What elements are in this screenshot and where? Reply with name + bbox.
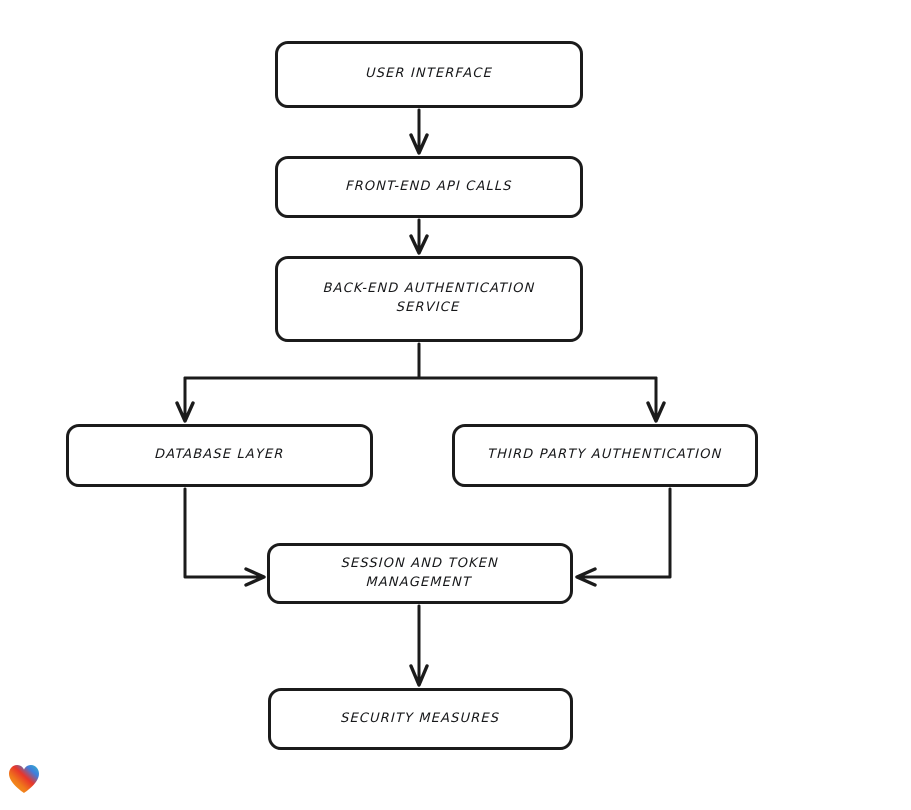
node-backend-authentication-service-label: Back-End Authentication Service (323, 281, 536, 315)
node-user-interface[interactable]: User Interface (275, 41, 583, 108)
edge-backend-auth-to-database-layer (175, 376, 195, 423)
edge-session-token-to-security-measures (409, 604, 429, 687)
edge-third-party-auth-to-session-token (575, 487, 672, 587)
node-session-and-token-management[interactable]: Session and Token Management (267, 543, 573, 604)
node-database-layer[interactable]: Database Layer (66, 424, 373, 487)
node-database-layer-label: Database Layer (154, 447, 285, 463)
heart-icon (9, 765, 39, 793)
node-frontend-api-calls-label: Front-End API Calls (345, 178, 513, 194)
edge-frontend-api-calls-to-backend-auth (409, 218, 429, 255)
node-security-measures[interactable]: Security Measures (268, 688, 573, 750)
node-security-measures-label: Security Measures (340, 710, 501, 726)
node-user-interface-label: User Interface (365, 66, 493, 82)
node-frontend-api-calls[interactable]: Front-End API Calls (275, 156, 583, 218)
edge-database-layer-to-session-token (183, 487, 266, 587)
edge-backend-auth-to-third-party-auth (646, 376, 666, 423)
edge-backend-auth-split-bus (183, 342, 658, 380)
node-session-and-token-management-label: Session and Token Management (341, 555, 500, 590)
edge-user-interface-to-frontend-api-calls (409, 108, 429, 155)
node-backend-authentication-service[interactable]: Back-End Authentication Service (275, 256, 583, 342)
node-third-party-authentication[interactable]: Third Party Authentication (452, 424, 758, 487)
node-third-party-authentication-label: Third Party Authentication (487, 447, 723, 463)
